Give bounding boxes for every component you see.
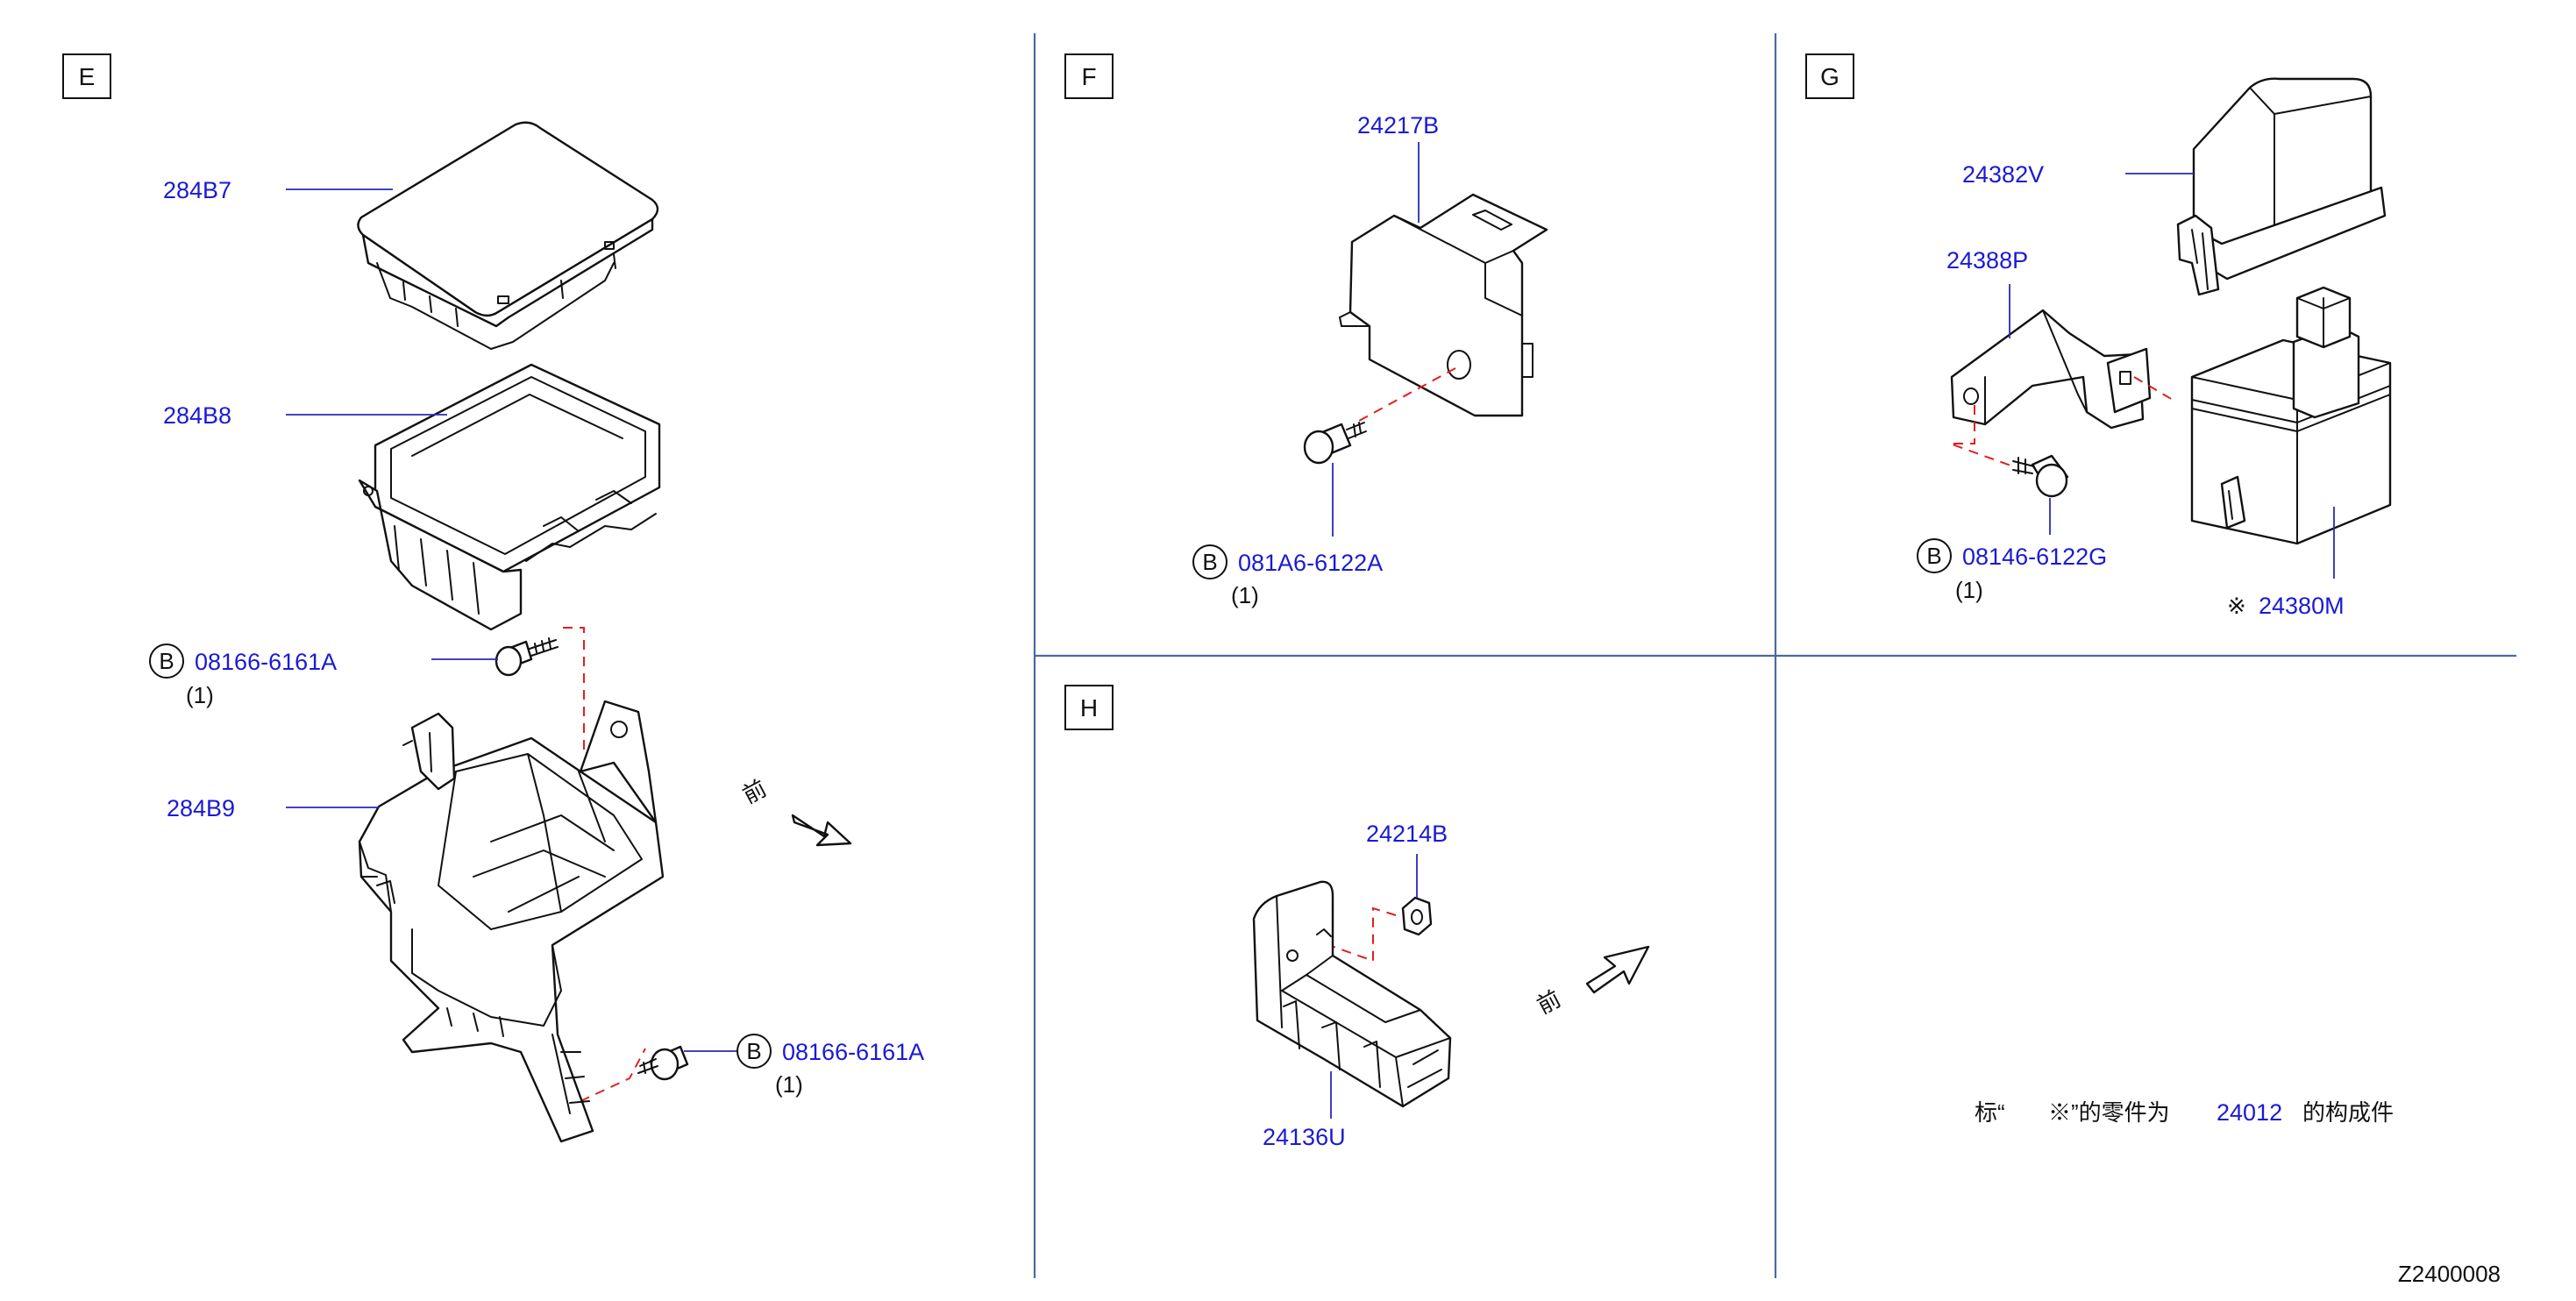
part-24380m-box[interactable] — [2190, 286, 2392, 545]
part-284b7-top-cover[interactable] — [357, 121, 659, 350]
badge-b-g: B — [1917, 538, 1952, 573]
section-label-f: F — [1081, 63, 1096, 90]
part-bolt-e2[interactable] — [637, 1045, 689, 1081]
label-284b7: 284B7 — [163, 177, 231, 203]
front-label-h: 前 — [1533, 985, 1565, 1020]
section-box-h: H — [1064, 685, 1114, 730]
part-284b8-upper-box[interactable] — [358, 363, 661, 631]
label-24388p: 24388P — [1946, 247, 2028, 274]
part-24382v-cover[interactable] — [2176, 77, 2387, 296]
front-arrow-h: 前 — [1533, 945, 1650, 1020]
label-24136u: 24136U — [1263, 1124, 1346, 1150]
front-label-e: 前 — [738, 775, 771, 809]
part-bolt-f[interactable] — [1303, 422, 1367, 465]
alignment-line-e2 — [580, 1048, 646, 1102]
label-24382v: 24382V — [1962, 161, 2044, 188]
bolt-qty-e1: (1) — [186, 682, 214, 708]
bolt-qty-f: (1) — [1231, 582, 1259, 608]
note-suffix: 的构成件 — [2302, 1099, 2394, 1126]
label-24380m: 24380M — [2259, 593, 2345, 619]
alignment-line-f — [1358, 367, 1456, 422]
part-24214b-nut[interactable] — [1401, 896, 1433, 936]
bolt-code-f: 081A6-6122A — [1238, 550, 1383, 576]
section-box-f: F — [1064, 53, 1114, 99]
kome-mark-24380m: ※ — [2227, 593, 2246, 619]
label-284b8: 284B8 — [163, 402, 231, 429]
section-label-e: E — [79, 63, 96, 90]
svg-text:B: B — [1926, 543, 1941, 569]
section-label-g: G — [1820, 63, 1839, 90]
note-ref: 24012 — [2217, 1099, 2282, 1126]
note-text: 标“ ※”的零件为 24012 的构成件 — [1975, 1099, 2394, 1126]
alignment-line-g2 — [2133, 376, 2174, 401]
part-bolt-g[interactable] — [2012, 454, 2069, 498]
part-24136u-holder[interactable] — [1252, 880, 1452, 1108]
part-24217b-bracket[interactable] — [1339, 193, 1548, 417]
bolt-qty-g: (1) — [1955, 577, 1983, 603]
svg-text:B: B — [1202, 549, 1217, 575]
section-box-g: G — [1805, 53, 1854, 99]
bolt-qty-e2: (1) — [775, 1071, 803, 1098]
part-bolt-e1[interactable] — [495, 637, 559, 677]
label-24214b: 24214B — [1366, 821, 1448, 847]
section-label-h: H — [1080, 694, 1098, 722]
alignment-line-g1 — [1949, 405, 2014, 467]
part-284b9-bracket[interactable] — [358, 700, 665, 1143]
bolt-code-g: 08146-6122G — [1962, 544, 2107, 570]
note-mark: ※”的零件为 — [2048, 1099, 2170, 1126]
alignment-line-h — [1323, 906, 1397, 963]
badge-b-f: B — [1192, 544, 1228, 579]
diagram-code: Z2400008 — [2398, 1261, 2501, 1287]
badge-b-e2: B — [737, 1034, 772, 1069]
bolt-code-e1: 08166-6161A — [195, 649, 337, 675]
svg-text:B: B — [746, 1038, 761, 1064]
note-prefix: 标“ — [1975, 1099, 2005, 1126]
part-24388p-bracket[interactable] — [1950, 309, 2152, 430]
bolt-code-e2: 08166-6161A — [782, 1039, 924, 1065]
badge-b-e1: B — [149, 643, 184, 679]
front-arrow-e: 前 — [738, 775, 852, 847]
alignment-line-e1 — [563, 627, 585, 754]
section-box-e: E — [62, 53, 111, 99]
label-24217b: 24217B — [1357, 112, 1439, 139]
svg-text:B: B — [159, 648, 174, 674]
label-284b9: 284B9 — [167, 795, 235, 821]
